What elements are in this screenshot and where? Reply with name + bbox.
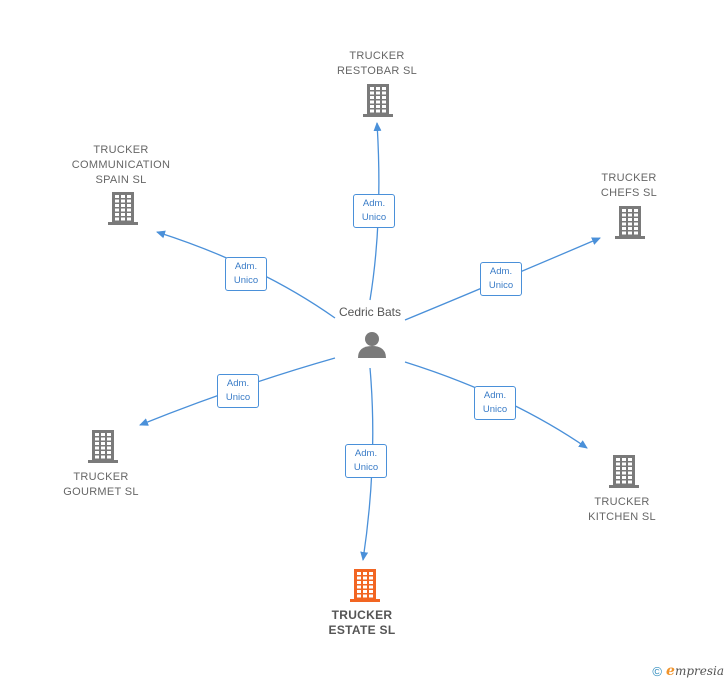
company-label-estate[interactable]: TRUCKER ESTATE SL <box>328 608 396 637</box>
brand-logo[interactable]: empresia <box>666 663 724 679</box>
building-icon-kitchen[interactable] <box>609 455 639 488</box>
role-badge-restobar: Adm. Unico <box>353 194 395 228</box>
role-badge-communication: Adm. Unico <box>225 257 267 291</box>
role-badge-chefs: Adm. Unico <box>480 262 522 296</box>
person-name[interactable]: Cedric Bats <box>338 305 402 319</box>
company-label-communication[interactable]: TRUCKER COMMUNICATION SPAIN SL <box>71 144 171 186</box>
company-label-gourmet[interactable]: TRUCKER GOURMET SL <box>63 471 139 498</box>
building-icon-estate[interactable] <box>350 569 380 602</box>
person-icon[interactable] <box>358 332 386 358</box>
company-label-kitchen[interactable]: TRUCKER KITCHEN SL <box>588 496 656 523</box>
company-label-chefs[interactable]: TRUCKER CHEFS SL <box>600 172 658 199</box>
building-icon-communication[interactable] <box>108 192 138 225</box>
role-badge-estate: Adm. Unico <box>345 444 387 478</box>
building-icon-restobar[interactable] <box>363 84 393 117</box>
company-label-restobar[interactable]: TRUCKER RESTOBAR SL <box>336 50 418 77</box>
role-badge-kitchen: Adm. Unico <box>474 386 516 420</box>
copyright-symbol: © <box>652 663 663 679</box>
footer-brand: © empresia <box>652 663 724 679</box>
building-icon-chefs[interactable] <box>615 206 645 239</box>
building-icon-gourmet[interactable] <box>88 430 118 463</box>
role-badge-gourmet: Adm. Unico <box>217 374 259 408</box>
